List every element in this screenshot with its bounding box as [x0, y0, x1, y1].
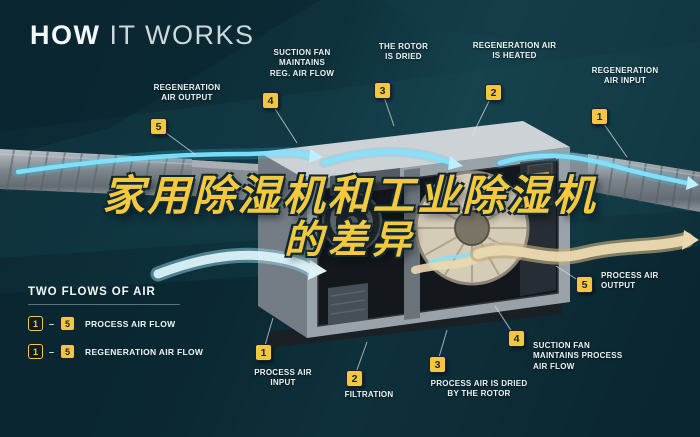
step-badge-4-suction-reg: 4: [262, 92, 279, 109]
label-rotor-is-dried: THE ROTOR IS DRIED: [378, 42, 429, 62]
overlay-line-2: 的差异: [283, 218, 416, 264]
step-badge-1-reg-input: 1: [591, 108, 608, 125]
legend-separator: –: [49, 318, 55, 329]
legend: TWO FLOWS OF AIR 1 – 5 PROCESS AIR FLOW …: [28, 286, 203, 372]
title-how: HOW: [30, 20, 101, 50]
filter-panel: [328, 283, 368, 325]
legend-separator: –: [49, 346, 55, 357]
legend-title: TWO FLOWS OF AIR: [28, 286, 180, 305]
legend-badge-regeneration-to: 5: [60, 344, 76, 359]
step-badge-2-reg-heated: 2: [485, 84, 502, 101]
overlay-line-1: 家用除湿机和工业除湿机: [102, 171, 598, 220]
step-badge-1-process-input: 1: [255, 344, 272, 361]
label-suction-fan-reg: SUCTION FAN MAINTAINS REG. AIR FLOW: [269, 48, 335, 78]
step-badge-4-suction-process: 4: [508, 330, 525, 347]
label-regeneration-air-output: REGENERATION AIR OUTPUT: [153, 83, 221, 103]
legend-row-process: 1 – 5 PROCESS AIR FLOW: [28, 316, 203, 331]
legend-badge-regeneration-from: 1: [28, 344, 43, 359]
step-badge-5-process-output: 5: [576, 276, 593, 293]
label-process-air-input: PROCESS AIR INPUT: [254, 368, 312, 388]
page-title: HOW IT WORKS: [30, 20, 255, 51]
legend-badge-process-from: 1: [28, 316, 43, 331]
label-process-air-dried: PROCESS AIR IS DRIED BY THE ROTOR: [430, 379, 528, 399]
step-badge-2-filtration: 2: [346, 370, 363, 387]
label-suction-fan-process: SUCTION FAN MAINTAINS PROCESS AIR FLOW: [533, 341, 623, 371]
legend-label-regeneration-air-flow: REGENERATION AIR FLOW: [85, 346, 204, 357]
legend-row-regeneration: 1 – 5 REGENERATION AIR FLOW: [28, 344, 203, 359]
legend-badge-process-to: 5: [60, 316, 76, 331]
label-regeneration-air-input: REGENERATION AIR INPUT: [591, 66, 659, 86]
legend-label-process-air-flow: PROCESS AIR FLOW: [85, 318, 176, 329]
step-badge-5-regeneration-output: 5: [150, 118, 167, 135]
label-filtration: FILTRATION: [344, 390, 394, 399]
chinese-overlay-text: 家用除湿机和工业除湿机 的差异: [0, 171, 700, 265]
label-regeneration-air-heated: REGENERATION AIR IS HEATED: [472, 41, 557, 61]
step-badge-3-rotor-dried: 3: [374, 82, 391, 99]
title-it-works: IT WORKS: [109, 20, 255, 50]
label-process-air-output: PROCESS AIR OUTPUT: [601, 271, 659, 291]
step-badge-3-process-dried: 3: [429, 356, 446, 373]
